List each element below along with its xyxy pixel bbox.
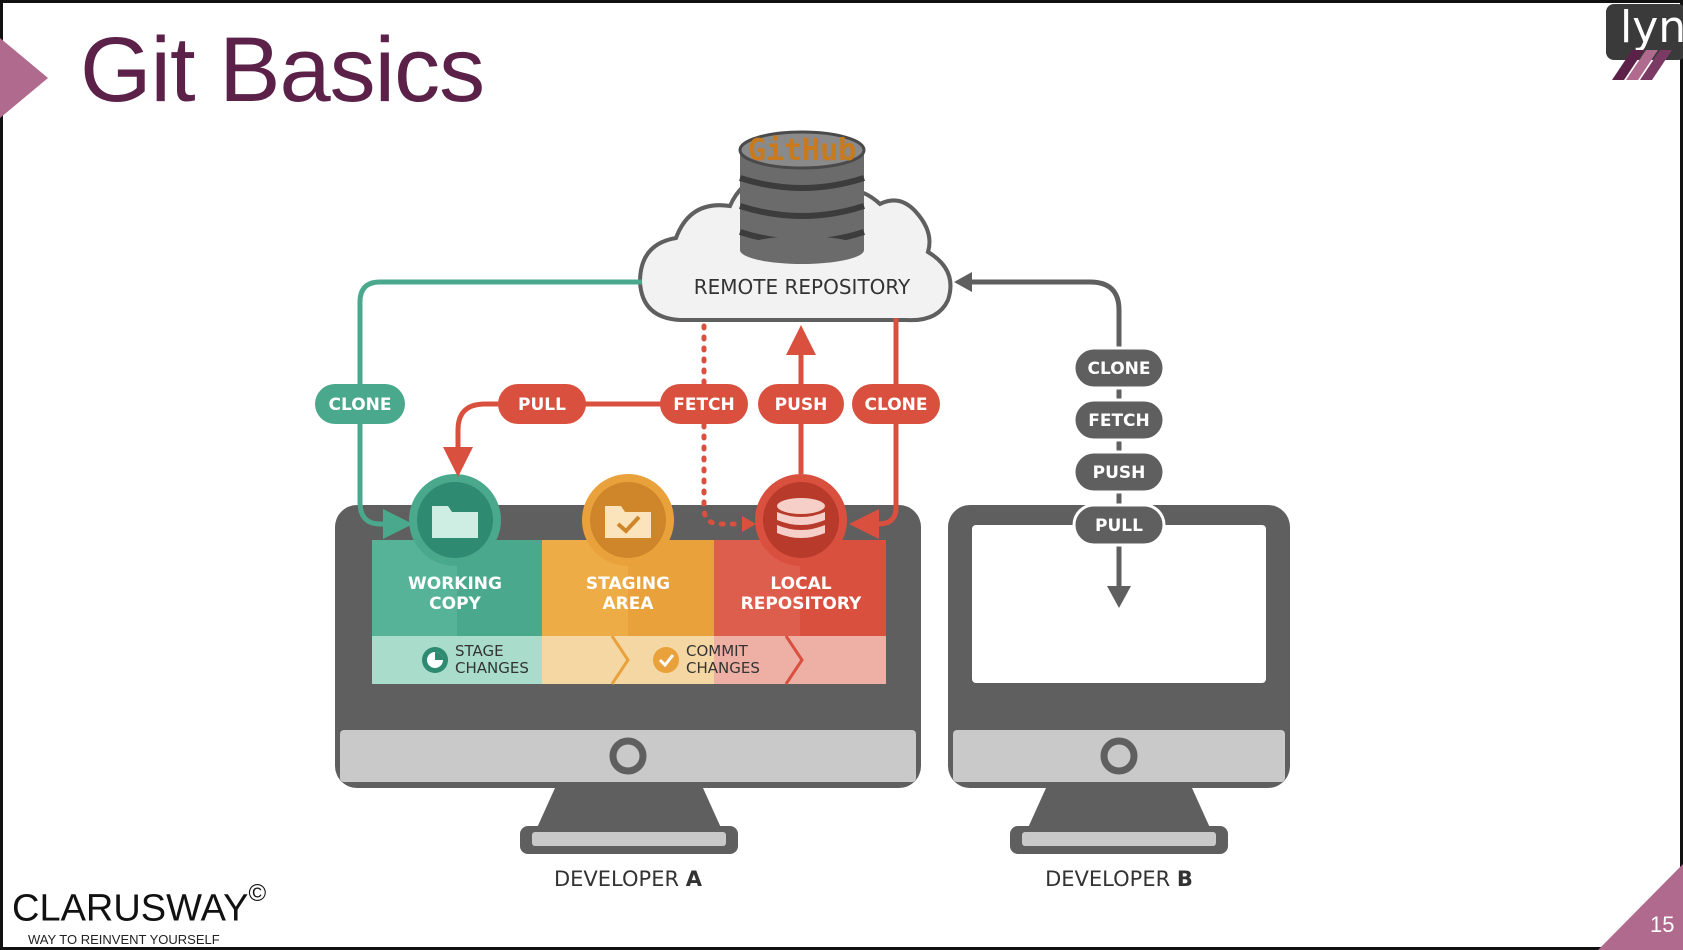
working-copy-folder-icon <box>409 474 501 566</box>
developer-b-sync-line <box>972 279 1122 590</box>
github-logo-text: GitHub <box>748 133 856 168</box>
commit-changes-label-line2: CHANGES <box>686 659 760 677</box>
developer-a-monitor <box>335 505 921 854</box>
local-repository-label: LOCAL <box>770 574 831 594</box>
staging-area-folder-icon <box>582 474 674 566</box>
developer-b-label: DEVELOPER B <box>1045 867 1193 891</box>
developer-b-down-arrow-icon <box>1107 586 1131 608</box>
brand-tagline: WAY TO REINVENT YOURSELF <box>28 932 220 947</box>
clone-arrow-red <box>849 318 899 539</box>
developer-a-label: DEVELOPER A <box>554 867 703 891</box>
developer-b-pull-label: PULL <box>1095 516 1143 536</box>
monitor-a-stand <box>536 788 722 830</box>
working-copy-label: WORKING <box>408 574 502 594</box>
monitor-b-button-icon <box>1100 737 1138 775</box>
corner-triangle-decoration <box>1598 864 1683 950</box>
local-repository-label-line2: REPOSITORY <box>741 594 862 614</box>
local-repository-database-icon <box>755 474 847 566</box>
page-number: 15 <box>1650 912 1675 937</box>
page-title: Git Basics <box>80 19 485 121</box>
commit-changes-label: COMMIT <box>686 642 749 660</box>
stage-changes-label: STAGE <box>455 642 504 660</box>
clone-label-green: CLONE <box>329 395 392 415</box>
developer-b-clone-label: CLONE <box>1088 359 1151 379</box>
fetch-arrow-dotted <box>701 323 745 527</box>
pull-arrow <box>443 401 704 477</box>
working-copy-label-line2: COPY <box>429 594 481 614</box>
overlay-badge-text: lyn <box>1620 2 1683 53</box>
copyright-mark: © <box>248 880 267 907</box>
staging-area-label: STAGING <box>586 574 670 594</box>
commit-changes-check-icon <box>653 647 679 673</box>
overlay-stripes-icon <box>1612 50 1672 80</box>
fetch-label: FETCH <box>673 395 735 415</box>
remote-repository-label: REMOTE REPOSITORY <box>694 275 911 299</box>
title-arrow-icon <box>0 38 48 118</box>
monitor-a-chin <box>340 730 916 782</box>
stage-changes-label-line2: CHANGES <box>455 659 529 677</box>
clone-label-red: CLONE <box>865 395 928 415</box>
staging-area-label-line2: AREA <box>602 594 654 614</box>
stage-changes-icon <box>422 647 448 673</box>
developer-b-fetch-label: FETCH <box>1088 411 1150 431</box>
brand-logo: CLARUSWAY© <box>12 880 267 930</box>
github-database-icon <box>738 130 866 264</box>
pull-label: PULL <box>518 395 566 415</box>
push-label: PUSH <box>775 395 828 415</box>
developer-b-push-label: PUSH <box>1093 463 1146 483</box>
monitor-a-button-icon <box>609 737 647 775</box>
